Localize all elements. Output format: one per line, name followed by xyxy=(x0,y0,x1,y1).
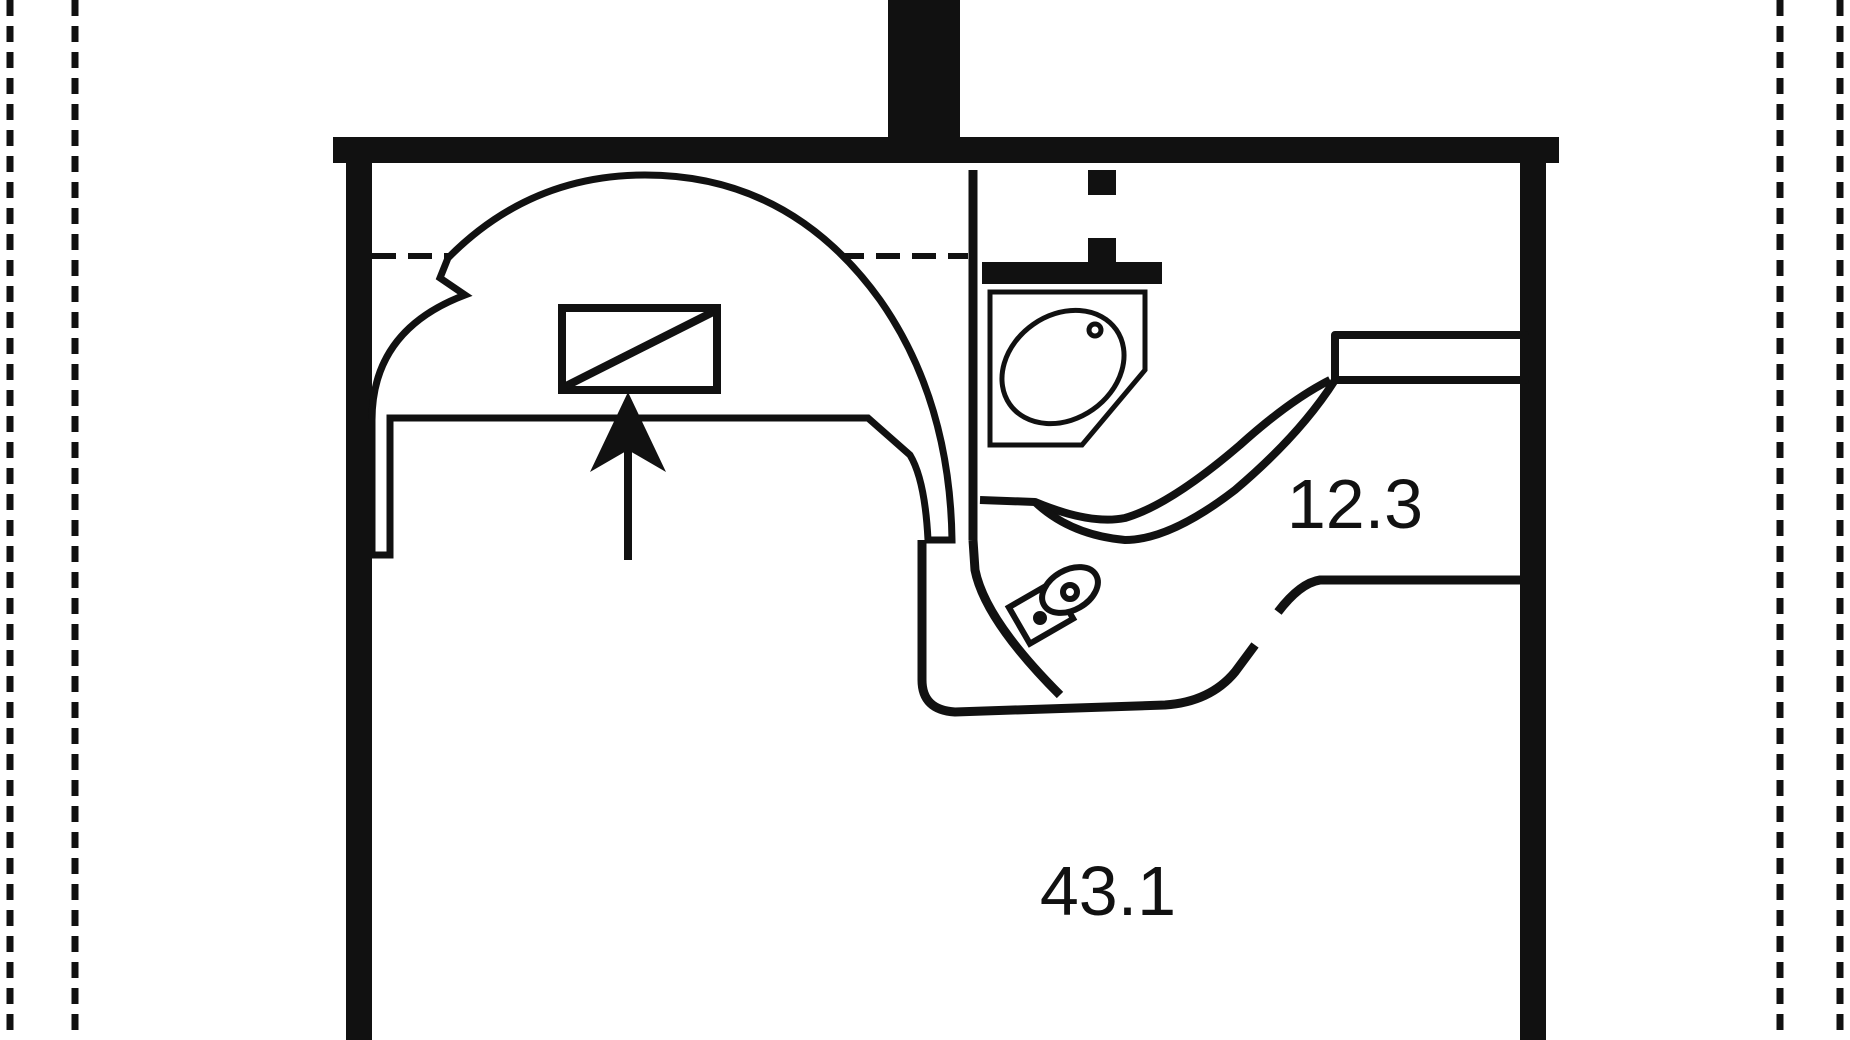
bathroom-area-label: 12.3 xyxy=(1287,465,1423,543)
boundary-lines xyxy=(6,0,1844,1040)
stair-icon xyxy=(979,331,1529,544)
entrance-arrow-icon xyxy=(590,392,666,560)
stair-icon xyxy=(368,171,956,559)
entrance-window xyxy=(558,304,721,394)
interior-walls xyxy=(917,170,1530,717)
main-room-area-label: 43.1 xyxy=(1040,852,1176,930)
bathroom-fixtures-top xyxy=(982,170,1162,284)
exterior-walls xyxy=(333,137,1559,1040)
chimney-icon xyxy=(888,0,960,150)
bathtub-icon xyxy=(987,289,1148,448)
toilet-icon xyxy=(1004,564,1101,648)
